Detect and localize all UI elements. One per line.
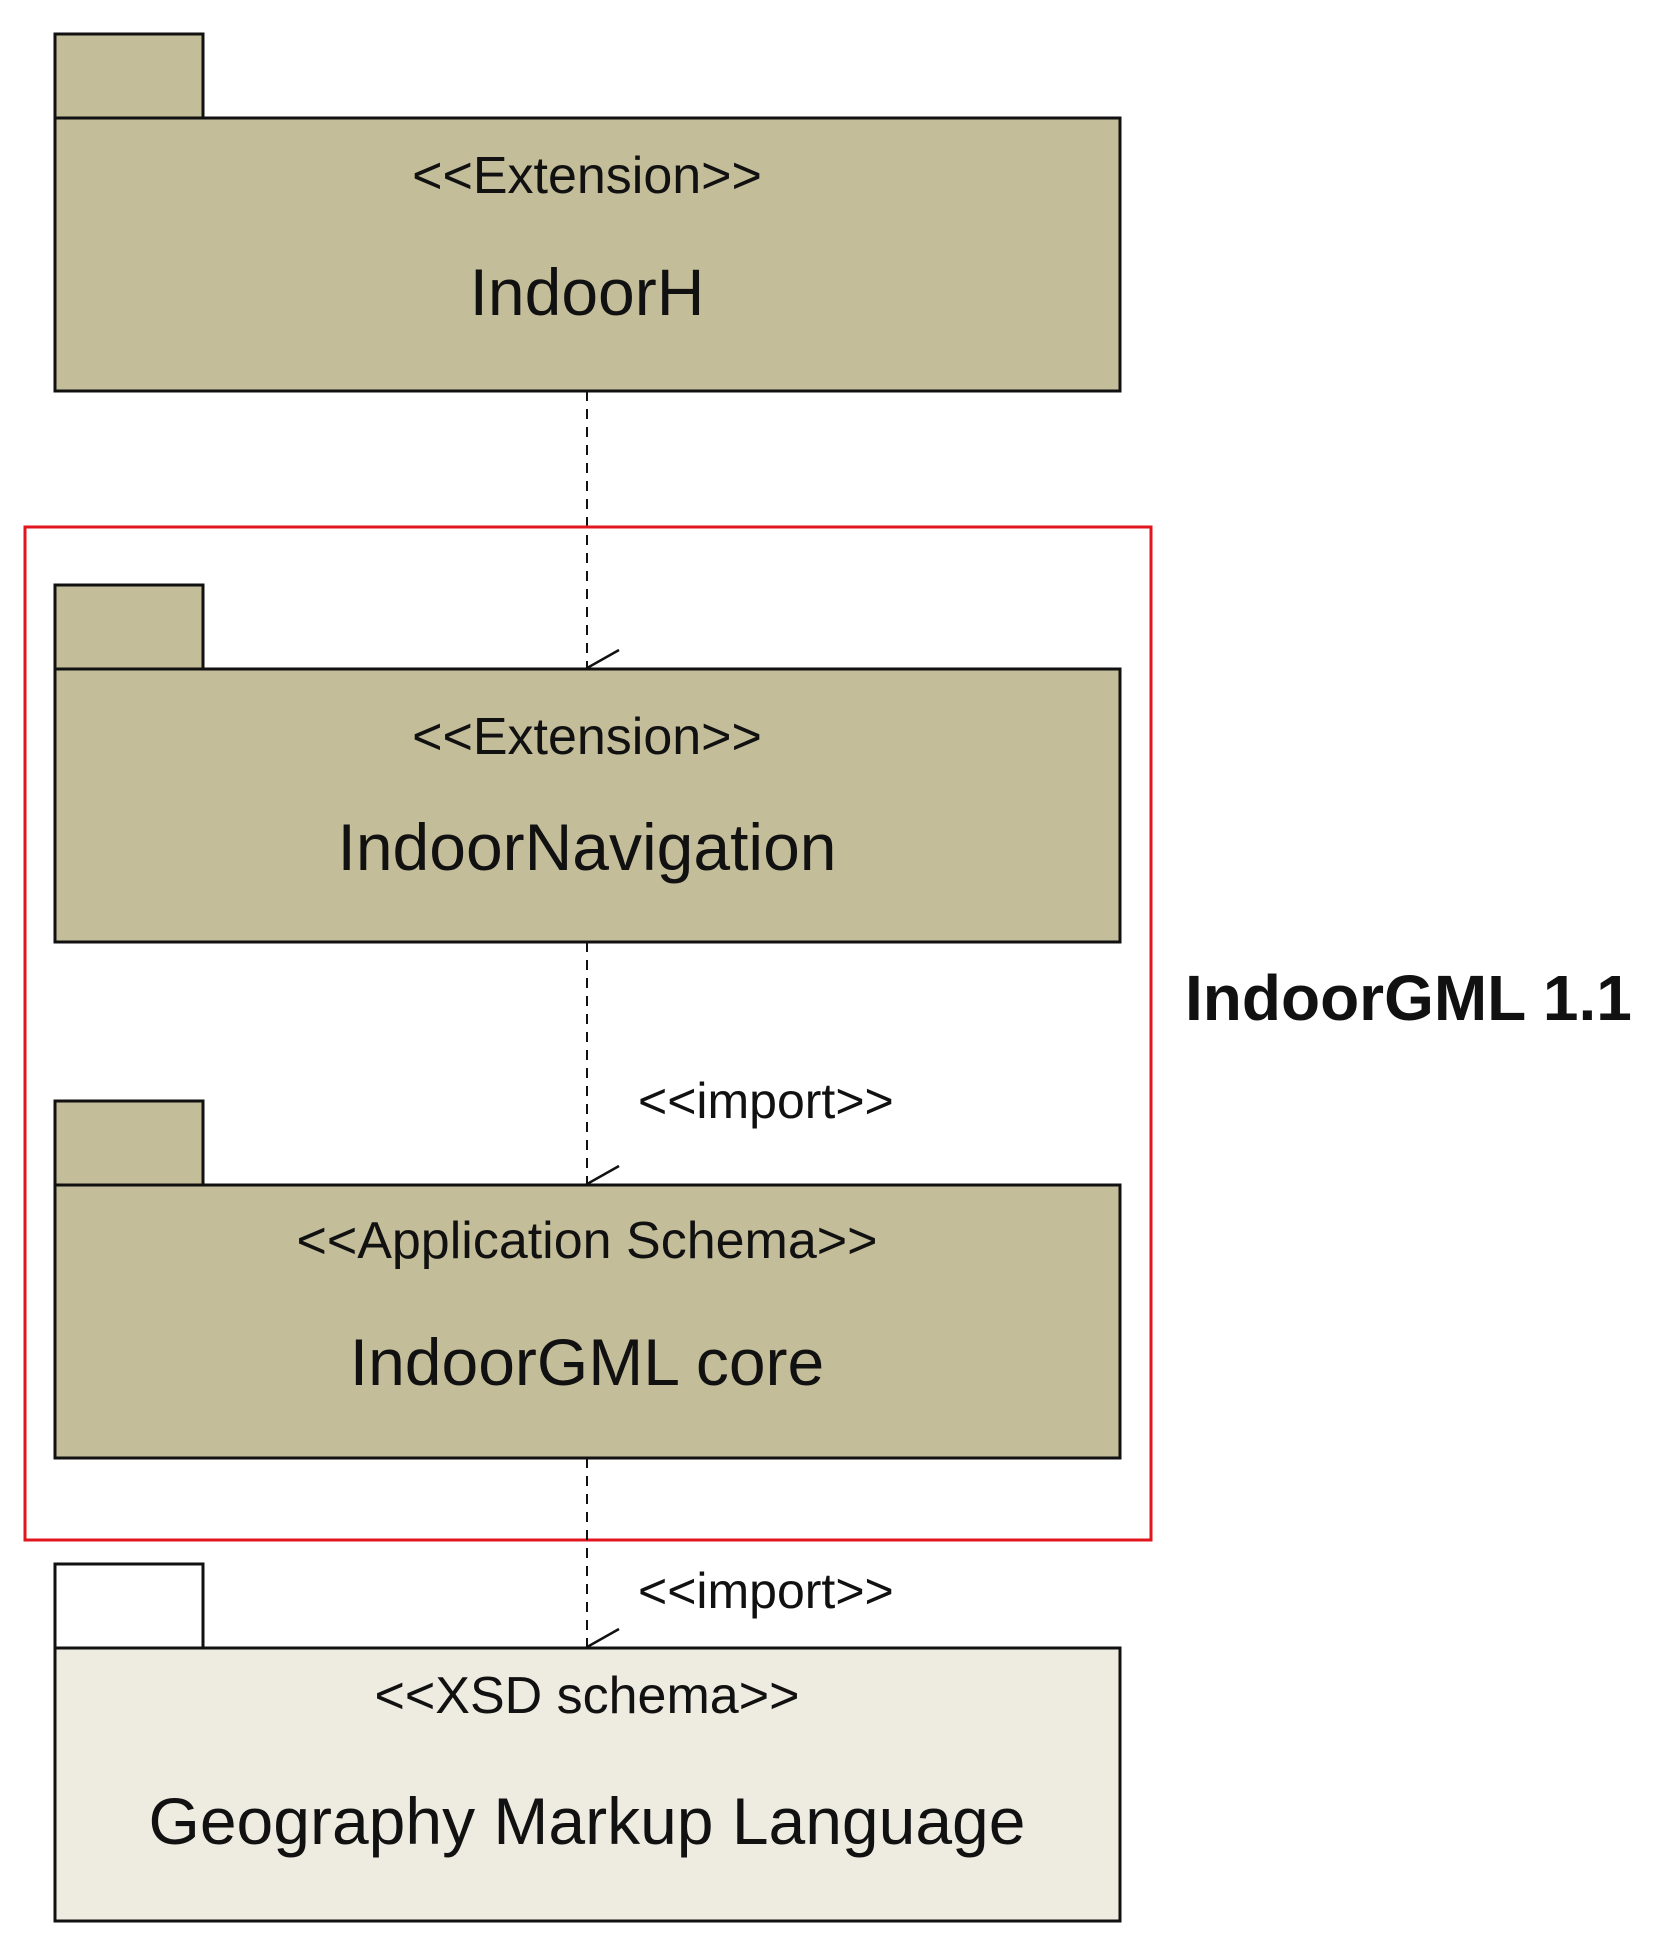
package-stereotype: <<Extension>>	[412, 147, 762, 205]
package-body	[53, 116, 1122, 393]
import-label: <<import>>	[638, 1563, 894, 1619]
package-stereotype: <<Extension>>	[412, 708, 762, 766]
package-name: IndoorNavigation	[338, 810, 837, 884]
package-indoornavigation: <<Extension>> IndoorNavigation	[53, 583, 1122, 944]
group-label: IndoorGML 1.1	[1185, 962, 1632, 1034]
import-label: <<import>>	[638, 1073, 894, 1129]
package-name: IndoorH	[470, 255, 705, 329]
package-indoorh: <<Extension>> IndoorH	[53, 32, 1122, 393]
package-tab	[53, 32, 205, 120]
package-tab	[53, 1562, 205, 1650]
package-name: Geography Markup Language	[149, 1784, 1026, 1858]
package-name: IndoorGML core	[350, 1325, 824, 1399]
package-gml: <<XSD schema>> Geography Markup Language	[53, 1562, 1122, 1923]
package-body	[53, 1183, 1122, 1460]
package-indoorgml-core: <<Application Schema>> IndoorGML core	[53, 1099, 1122, 1460]
package-tab	[53, 583, 205, 671]
package-body	[53, 1646, 1122, 1923]
package-tab	[53, 1099, 205, 1187]
package-body	[53, 667, 1122, 944]
package-stereotype: <<XSD schema>>	[375, 1667, 800, 1725]
package-stereotype: <<Application Schema>>	[296, 1212, 877, 1270]
